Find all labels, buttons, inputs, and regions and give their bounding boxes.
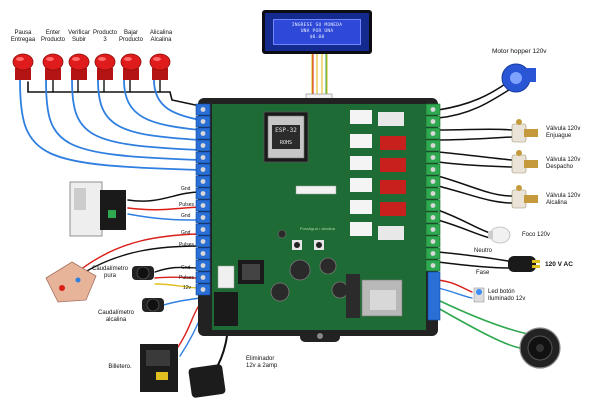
ac-wire: [437, 251, 509, 262]
rohs-label: ROHS: [279, 140, 293, 146]
valve-dispense-wire: [437, 151, 513, 161]
white-connector-left: [217, 265, 235, 289]
button-wire-6: [153, 79, 201, 121]
tactile-buttons: [292, 240, 324, 250]
pin-pulses-1: Pulses: [179, 202, 195, 208]
button-wire-5: [123, 79, 201, 131]
button-label-5: Bajar Producto: [118, 30, 143, 43]
speaker-wire: [437, 299, 529, 335]
white-header: [295, 185, 337, 195]
pulse-sensor-board: [45, 261, 97, 303]
button-wire-1: [19, 79, 201, 171]
valve-rinse-label: Válvula 120v Enjuague: [546, 126, 581, 139]
power-supply: [188, 364, 226, 398]
led-button-label: Led botón Iluminado 12v: [488, 289, 526, 302]
lcd-screen: INGRESE SU MONEDA UNA POR UNA $0.00: [273, 19, 361, 45]
ac-label: 120 V AC: [545, 261, 573, 268]
flow-alkaline-label: Caudalímetro alcalina: [97, 310, 135, 323]
bulb-wire: [437, 209, 491, 234]
push-button-5: [120, 53, 142, 80]
led-button: [473, 287, 485, 303]
hopper-wire: [437, 81, 509, 111]
controller-board: [195, 98, 441, 342]
pin-pulses-2: Pulses: [179, 242, 195, 248]
motor-hopper: [501, 63, 536, 93]
right-terminal-blocks: [425, 103, 441, 272]
led-wire: [437, 279, 473, 293]
button-label-3: Verificar Subir: [68, 30, 90, 43]
push-button-3: [68, 53, 90, 80]
phase-label: Fase: [476, 270, 490, 276]
pin-12v: 12v: [183, 285, 192, 291]
push-button-2: [42, 53, 64, 80]
esp32-label: ESP-32: [275, 127, 297, 134]
pin-gnd-4: Gnd: [181, 265, 191, 271]
button-label-2: Enter Producto: [40, 30, 65, 43]
pin-gnd-2: Gnd: [181, 213, 191, 219]
flow-meter-alkaline: [142, 298, 164, 312]
valve-rinse: [511, 119, 538, 143]
button-row: [12, 53, 171, 80]
button-label-6: Alicalina Alcalina: [149, 30, 173, 43]
pin-pulses-3: Pulses: [179, 275, 195, 281]
lcd-display: INGRESE SU MONEDA UNA POR UNA $0.00: [262, 10, 372, 54]
relays: [350, 110, 406, 240]
button-label-1: Pausa Entregaa: [10, 30, 36, 43]
power-supply-label: Eliminador 12v a 2amp: [246, 356, 278, 369]
audio-module: [346, 274, 360, 318]
lcd-line-2: UNA POR UNA: [300, 29, 334, 34]
valve-alkaline-label: Válvula 120v Alcalina: [546, 193, 581, 206]
bottom-right-terminal: [427, 271, 441, 321]
left-terminal-blocks: [195, 103, 211, 296]
button-wire-3: [71, 79, 201, 151]
pin-gnd-3: Gnd: [181, 230, 191, 236]
lcd-line-1: INGRESE SU MONEDA: [291, 23, 343, 28]
speaker: [519, 327, 561, 369]
lcd-wires: [311, 53, 328, 99]
board-brand: PuraAgua • alcalina: [300, 226, 335, 231]
button-common-wire: [27, 81, 201, 107]
motor-hopper-label: Motor hopper 120v: [492, 48, 547, 55]
valve-rinse-wire: [437, 128, 513, 131]
sd-card-slot: [361, 279, 403, 317]
flow-pure-wires: [79, 233, 201, 271]
valve-dispense: [511, 150, 538, 174]
flow-pure-label: Caudalímetro pura: [91, 266, 129, 279]
valve-alkaline: [511, 185, 538, 209]
bill-acceptor: [140, 344, 178, 392]
bill-acceptor-label: Billetero.: [108, 364, 132, 370]
flow-meter-pure: [132, 266, 154, 280]
push-button-6: [149, 53, 171, 80]
bulb: [488, 226, 511, 244]
push-button-1: [12, 53, 34, 80]
ac-plug: [508, 256, 540, 272]
valve-dispense-label: Válvula 120v Despacho: [546, 157, 581, 170]
bulb-label: Foco 120v: [522, 232, 551, 238]
pin-gnd-1: Gnd: [181, 186, 191, 192]
transformer: [238, 260, 264, 284]
lcd-line-3: $0.00: [309, 35, 325, 40]
button-label-4: Producto 3: [92, 30, 117, 43]
valve-alkaline-wire: [437, 175, 513, 197]
push-button-4: [94, 53, 116, 80]
neutral-label: Neutro: [474, 248, 493, 254]
coin-acceptor: [69, 181, 126, 237]
button-common-drops: [52, 79, 161, 93]
coin-wires: [127, 191, 201, 202]
button-wire-2: [45, 79, 201, 161]
button-wire-4: [97, 79, 201, 141]
power-jack: [214, 292, 238, 326]
